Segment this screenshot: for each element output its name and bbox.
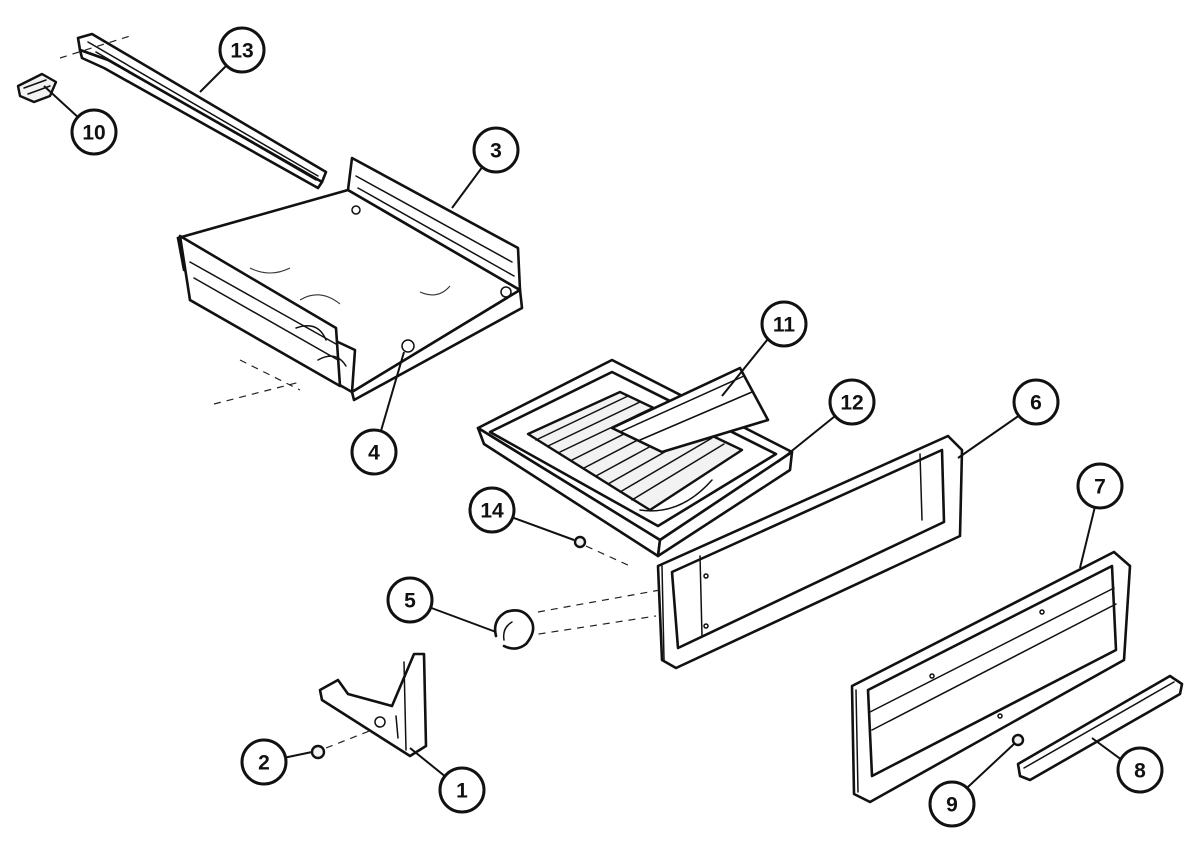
part-11-broiler-grid <box>610 366 770 454</box>
part-13-slide-rail <box>59 32 328 190</box>
callout-4: 4 <box>350 428 398 476</box>
part-7-outer-panel <box>850 550 1132 804</box>
callout-8: 8 <box>1116 746 1164 794</box>
callout-9: 9 <box>928 780 976 828</box>
part-12-broiler-pan <box>476 358 794 558</box>
callout-4-label: 4 <box>368 442 380 465</box>
callout-10: 10 <box>70 108 118 156</box>
callout-7-label: 7 <box>1094 476 1106 499</box>
part-8-trim-strip <box>1016 674 1184 782</box>
callout-12: 12 <box>828 378 876 426</box>
callout-8-label: 8 <box>1134 760 1146 783</box>
callout-14-label: 14 <box>480 500 504 523</box>
callout-5-label: 5 <box>404 590 416 613</box>
part-5-clip <box>493 609 535 650</box>
part-9-screw <box>1011 733 1025 747</box>
callout-1-label: 1 <box>456 780 468 803</box>
part-2-nut <box>310 729 373 760</box>
callout-6-label: 6 <box>1030 392 1042 415</box>
callout-6: 6 <box>1012 378 1060 426</box>
callout-12-label: 12 <box>840 392 863 415</box>
part-10-clip <box>16 72 58 104</box>
callout-3-label: 3 <box>490 140 502 163</box>
callout-5: 5 <box>386 576 434 624</box>
callout-7: 7 <box>1076 462 1124 510</box>
callout-1: 1 <box>438 766 486 814</box>
callout-2: 2 <box>240 738 288 786</box>
callout-3: 3 <box>472 126 520 174</box>
callout-14: 14 <box>468 486 516 534</box>
part-6-drawer-front <box>499 434 964 670</box>
part-3-drawer-frame <box>176 156 524 405</box>
part-14-screw <box>573 535 631 567</box>
callout-13: 13 <box>218 26 266 74</box>
callout-9-label: 9 <box>946 794 958 817</box>
callout-13-label: 13 <box>230 40 253 63</box>
callout-2-label: 2 <box>258 752 270 775</box>
callout-11: 11 <box>760 300 808 348</box>
part-1-bracket <box>318 652 428 758</box>
callout-10-label: 10 <box>82 122 105 145</box>
callout-11-label: 11 <box>773 314 796 337</box>
